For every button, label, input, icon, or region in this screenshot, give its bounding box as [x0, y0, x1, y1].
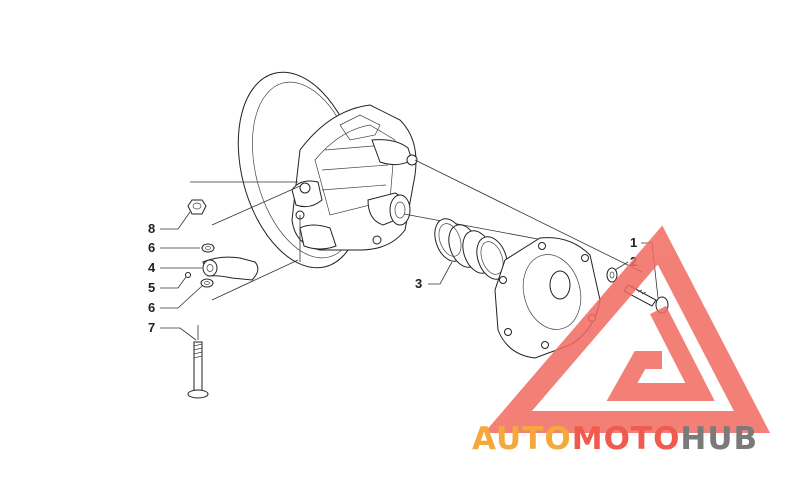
watermark-hub: HUB [680, 421, 758, 457]
callout-5: 5 [148, 280, 155, 295]
callout-4: 4 [148, 260, 156, 275]
callout-7: 7 [148, 320, 155, 335]
watermark-auto: AUTO [472, 421, 572, 457]
callout-7-leader [160, 327, 197, 341]
nut-part-8 [187, 199, 207, 215]
callout-3: 3 [415, 276, 422, 291]
callout-6-lower: 6 [148, 300, 155, 315]
watermark-moto: MOTO [572, 421, 681, 457]
washer-part-6-upper [201, 243, 215, 253]
callout-5-leader [160, 276, 187, 289]
callout-2-leader [614, 261, 629, 271]
bolt-part-7 [187, 341, 209, 399]
watermark-triangle-logo [484, 225, 771, 433]
arm-part-4 [202, 256, 259, 281]
spring-part-3 [434, 218, 508, 280]
callout-1: 1 [630, 235, 637, 250]
watermark-text: AUTOMOTOHUB [472, 421, 758, 457]
callout-8-leader [160, 211, 191, 230]
callout-6b-leader [160, 285, 203, 309]
leader-bolt-line [414, 159, 643, 273]
washer-part-2 [606, 267, 618, 283]
callout-3-leader [428, 261, 453, 285]
callout-6-upper: 6 [148, 240, 155, 255]
washer-part-6-lower [200, 278, 214, 288]
clutch-assembly [237, 71, 418, 269]
leader-upper-line [211, 185, 301, 226]
leader-lower-line [211, 259, 299, 301]
callout-8: 8 [148, 221, 155, 236]
pin-part-5 [185, 272, 191, 278]
